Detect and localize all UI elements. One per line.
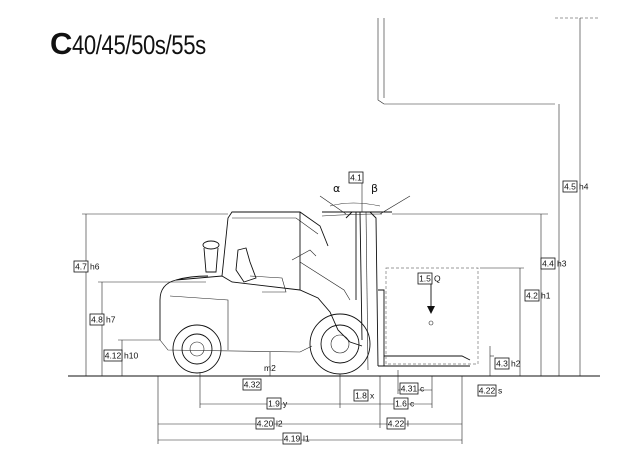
- dimension-code: 4.7: [75, 262, 87, 272]
- dimension-symbol: y: [283, 399, 288, 409]
- dimension-symbol: h3: [557, 259, 567, 269]
- dimension-symbol: h6: [90, 262, 100, 272]
- dimension-code-box: [282, 432, 302, 445]
- beta-angle-label: β: [371, 182, 378, 195]
- dimension-code-box: [386, 417, 406, 430]
- dimension-d41: 4.1: [348, 171, 364, 184]
- dimension-symbol: h1: [541, 291, 551, 301]
- forklift-silhouette: [159, 180, 479, 375]
- dimension-symbol: h4: [579, 182, 589, 192]
- dimension-code: 4.3: [496, 359, 508, 369]
- dimension-lines: [82, 18, 581, 444]
- dimension-code: 4.1: [350, 173, 362, 183]
- model-title: C40/45/50s/55s: [50, 26, 235, 62]
- dimension-code-box: [562, 180, 578, 193]
- dimension-code: 4.31: [401, 384, 418, 394]
- dimension-code-box: [73, 260, 89, 273]
- dimension-symbol: Q: [434, 274, 441, 284]
- dimension-symbol: l: [407, 419, 409, 429]
- model-title-prefix: C: [50, 26, 72, 61]
- dimension-code: 1.6: [395, 399, 407, 409]
- dimension-code: 1.9: [268, 399, 280, 409]
- dimension-code-box: [353, 389, 369, 402]
- dimension-code-box: [417, 272, 433, 285]
- dimension-code: 1.5: [419, 274, 431, 284]
- dimension-symbol: c: [410, 399, 415, 409]
- alpha-angle-label: α: [333, 182, 340, 195]
- extended-mast-outline: [377, 17, 600, 105]
- dimension-code-box: [242, 378, 262, 391]
- dimension-symbol: l2: [276, 419, 283, 429]
- dimension-code-box: [266, 397, 282, 410]
- dimension-code: 4.5: [564, 182, 576, 192]
- dimension-code-box: [255, 417, 275, 430]
- dimension-symbol: h7: [106, 315, 116, 325]
- dimension-code-box: [393, 397, 409, 410]
- dimension-symbol: c: [420, 384, 425, 394]
- m2-label: m2: [264, 363, 276, 373]
- dimension-code-box: [399, 382, 419, 395]
- dimension-code-box: [103, 349, 123, 362]
- dimension-symbol: s: [498, 386, 502, 396]
- dimension-code: 4.20: [257, 419, 274, 429]
- dimension-code: 4.22: [479, 386, 496, 396]
- dimension-code-box: [494, 357, 510, 370]
- dimension-code-box: [89, 313, 105, 326]
- dimension-code: 4.22: [388, 419, 405, 429]
- dimension-symbol: x: [370, 391, 375, 401]
- dimension-code: 1.8: [355, 391, 367, 401]
- dimension-symbol: h10: [124, 351, 138, 361]
- dimension-code: 4.8: [91, 315, 103, 325]
- dimension-code-box: [348, 171, 364, 184]
- dimension-code: 4.2: [526, 291, 538, 301]
- dimension-code: 4.12: [105, 351, 122, 361]
- dimension-d432: 4.32: [242, 378, 262, 391]
- dimension-code: 4.4: [542, 259, 554, 269]
- dimension-code-box: [524, 289, 540, 302]
- dimension-code-box: [540, 257, 556, 270]
- dimension-symbol: l1: [303, 434, 310, 444]
- dimension-code-box: [477, 384, 497, 397]
- dimension-code: 4.19: [284, 434, 301, 444]
- dimension-symbol: h2: [511, 359, 521, 369]
- model-title-models: 40/45/50s/55s: [71, 30, 206, 60]
- dimension-code: 4.32: [244, 380, 261, 390]
